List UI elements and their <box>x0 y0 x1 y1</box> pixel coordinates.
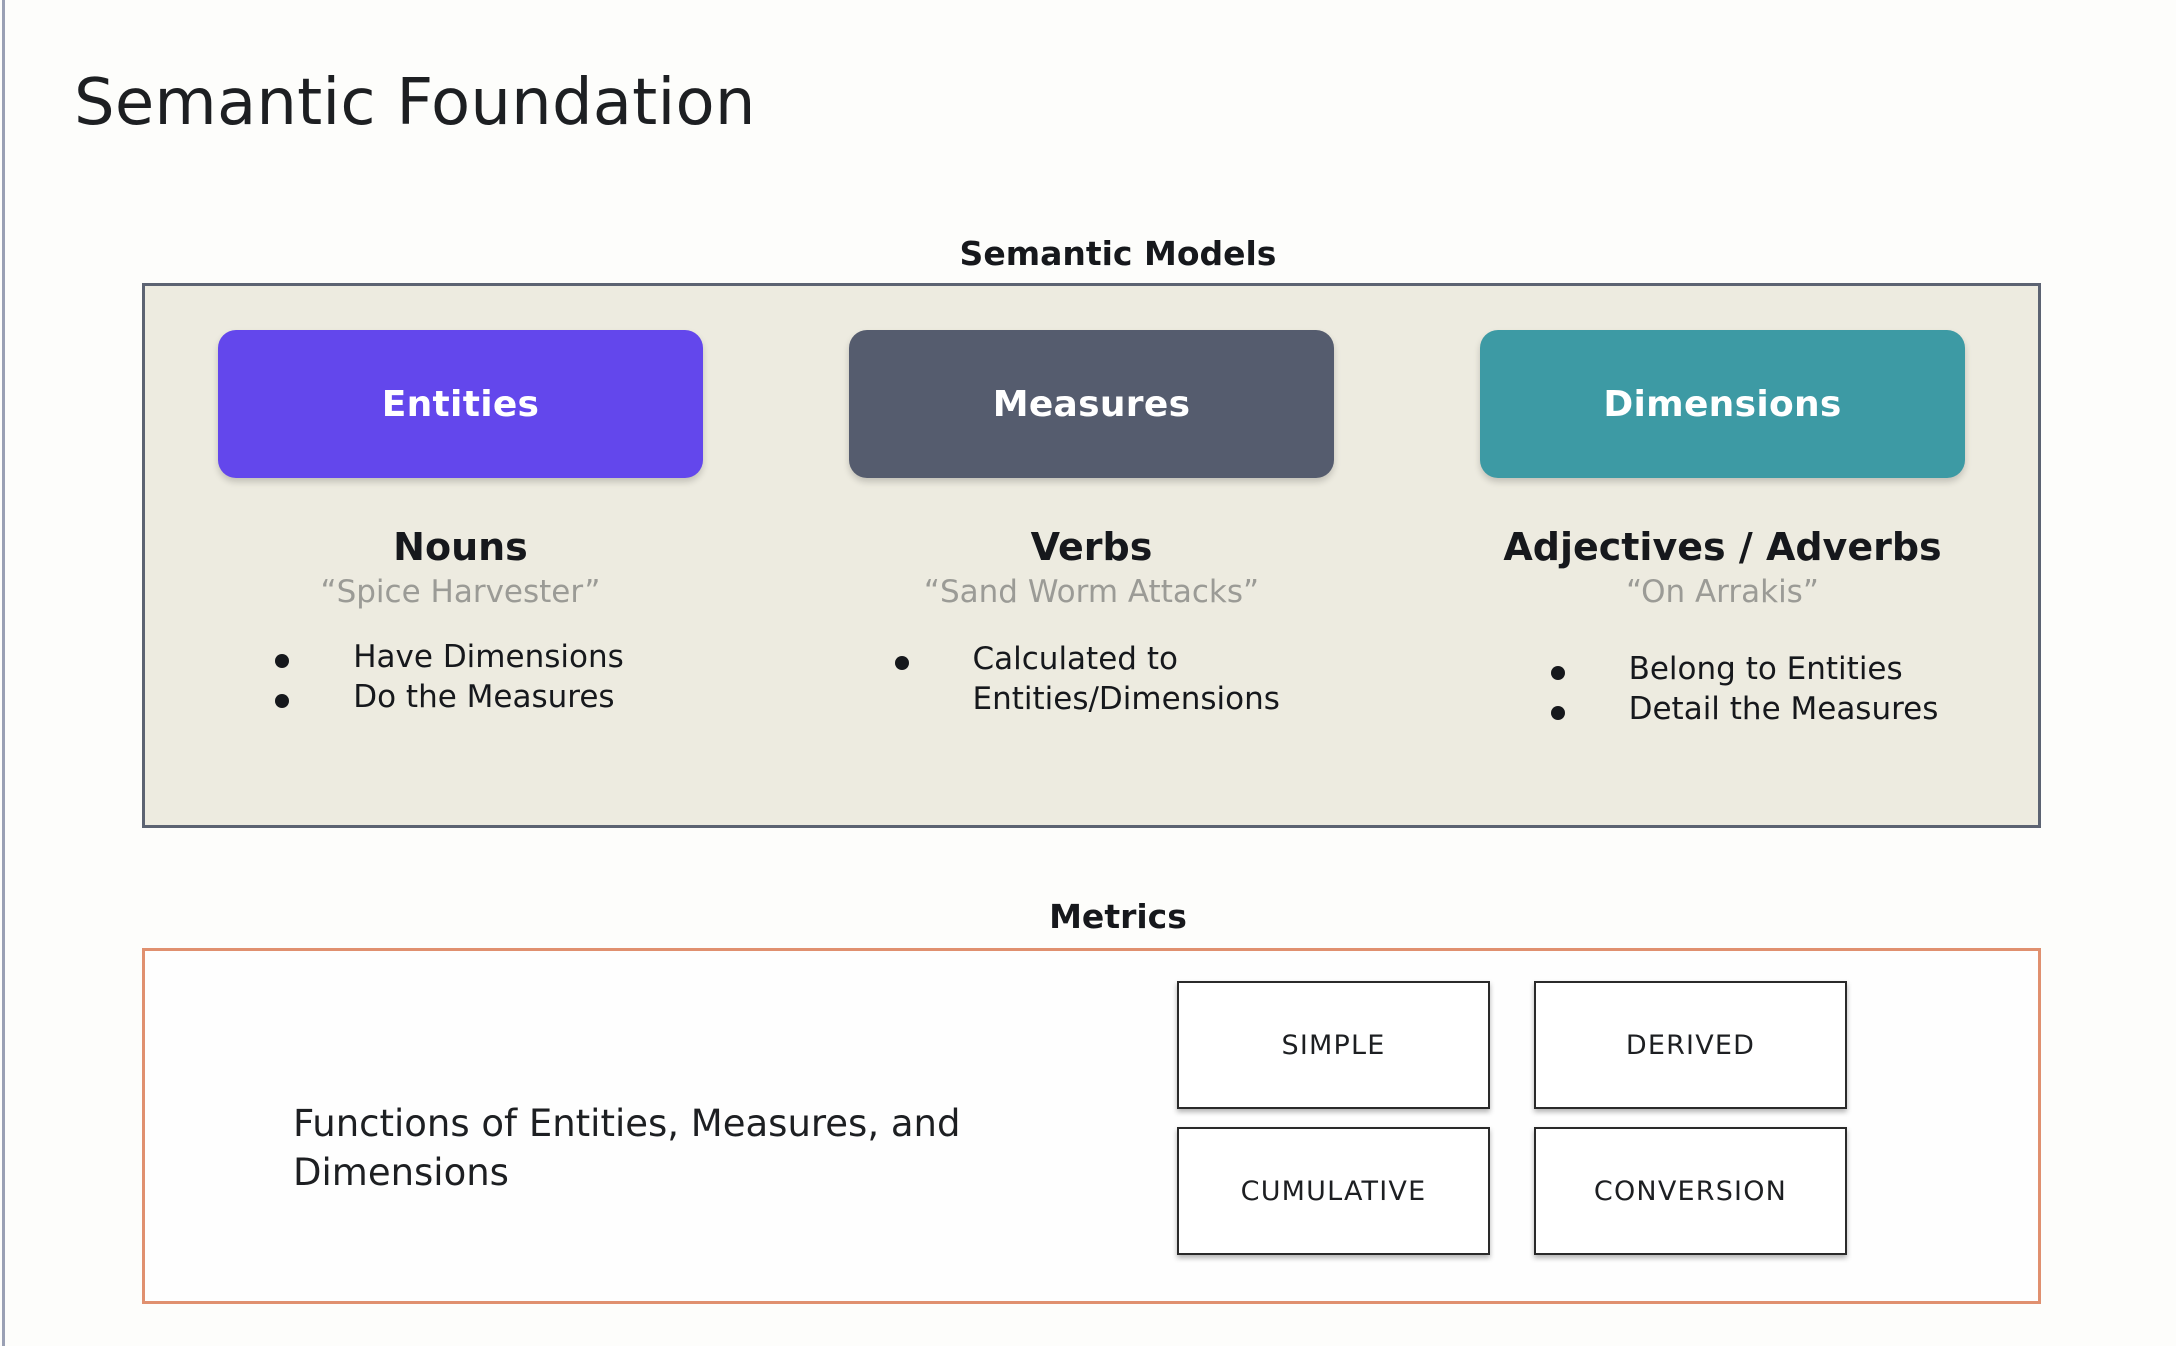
semantic-models-heading: Semantic Models <box>959 234 1277 273</box>
page-title: Semantic Foundation <box>74 66 756 140</box>
list-item-label: Do the Measures <box>353 678 615 715</box>
metrics-heading: Metrics <box>1049 897 1187 936</box>
semantic-model-column-measures: Measures Verbs “Sand Worm Attacks” Calcu… <box>776 286 1407 825</box>
entities-pill[interactable]: Entities <box>218 330 703 478</box>
list-item-label: Have Dimensions <box>353 638 624 675</box>
measures-part-of-speech: Verbs <box>1030 525 1153 569</box>
bullet-dot-icon <box>894 655 909 670</box>
metric-type-grid: SIMPLE DERIVED CUMULATIVE CONVERSION <box>1177 981 1847 1255</box>
metric-type-simple[interactable]: SIMPLE <box>1177 981 1490 1109</box>
entities-part-of-speech: Nouns <box>393 525 528 569</box>
list-item-label: Calculated to Entities/Dimensions <box>972 640 1280 717</box>
dimensions-part-of-speech: Adjectives / Adverbs <box>1503 525 1942 569</box>
bullet-dot-icon <box>1550 665 1565 680</box>
bullet-dot-icon <box>1550 705 1565 720</box>
slide-left-edge-rule <box>2 0 5 1346</box>
metric-type-conversion[interactable]: CONVERSION <box>1534 1127 1847 1255</box>
list-item-label: Detail the Measures <box>1628 690 1939 727</box>
list-item: Calculated to Entities/Dimensions <box>894 640 1303 719</box>
metrics-description: Functions of Entities, Measures, and Dim… <box>293 1102 961 1195</box>
list-item: Have Dimensions <box>275 638 624 678</box>
dimensions-example-quote: “On Arrakis” <box>1626 573 1819 610</box>
semantic-models-card: Entities Nouns “Spice Harvester” Have Di… <box>142 283 2041 828</box>
semantic-model-column-entities: Entities Nouns “Spice Harvester” Have Di… <box>145 286 776 825</box>
dimensions-bullet-list: Belong to Entities Detail the Measures <box>1550 650 1939 730</box>
metric-type-derived[interactable]: DERIVED <box>1534 981 1847 1109</box>
dimensions-pill[interactable]: Dimensions <box>1480 330 1965 478</box>
entities-example-quote: “Spice Harvester” <box>320 573 601 610</box>
bullet-dot-icon <box>275 653 290 668</box>
list-item: Detail the Measures <box>1550 690 1939 730</box>
semantic-models-columns: Entities Nouns “Spice Harvester” Have Di… <box>145 286 2038 825</box>
metrics-card: Functions of Entities, Measures, and Dim… <box>142 948 2041 1304</box>
measures-bullet-list: Calculated to Entities/Dimensions <box>894 640 1303 719</box>
semantic-model-column-dimensions: Dimensions Adjectives / Adverbs “On Arra… <box>1407 286 2038 825</box>
list-item: Do the Measures <box>275 678 624 718</box>
list-item: Belong to Entities <box>1550 650 1939 690</box>
measures-pill[interactable]: Measures <box>849 330 1334 478</box>
measures-example-quote: “Sand Worm Attacks” <box>923 573 1260 610</box>
bullet-dot-icon <box>275 693 290 708</box>
entities-bullet-list: Have Dimensions Do the Measures <box>275 638 624 717</box>
metric-type-cumulative[interactable]: CUMULATIVE <box>1177 1127 1490 1255</box>
list-item-label: Belong to Entities <box>1628 650 1903 687</box>
